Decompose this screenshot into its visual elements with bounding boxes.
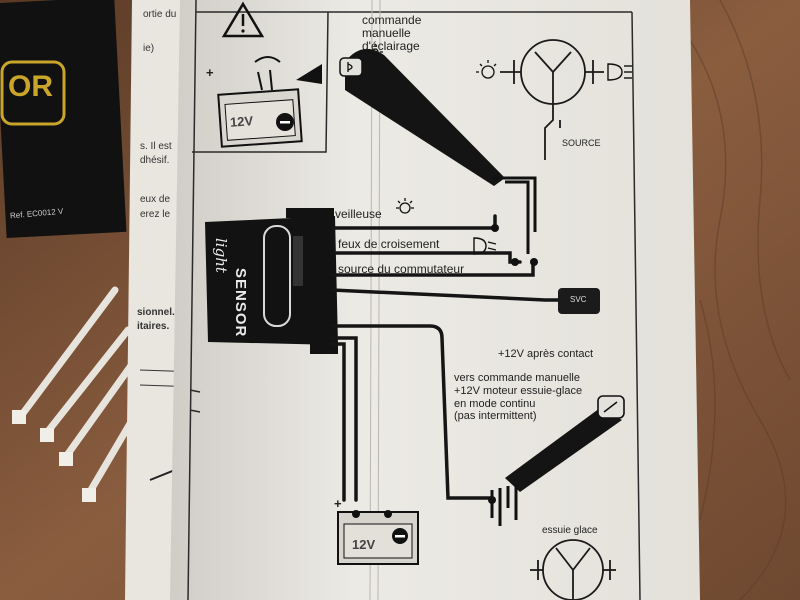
product-box-logo: OR	[8, 70, 53, 103]
battery-bottom-icon	[337, 510, 419, 565]
wiper-control-line1: vers commande manuelle	[454, 372, 580, 384]
wiper-motor-circuit	[530, 539, 616, 600]
left-fragment: ortie du	[143, 9, 177, 20]
left-fragment: dhésif.	[140, 155, 170, 166]
battery-top-voltage-label: 12V	[229, 113, 254, 130]
battery-voltage-label: 12V	[352, 537, 376, 552]
harness-wires	[330, 214, 560, 502]
left-fragment: ie)	[143, 43, 155, 54]
headlight-icon	[607, 63, 632, 81]
feux-croisement-label: feux de croisement	[338, 237, 440, 251]
wiper-stalk-icon	[490, 395, 625, 526]
wood-grain	[689, 0, 791, 600]
left-fragment: sionnel.	[137, 307, 175, 318]
dipped-beam-icon	[473, 237, 497, 255]
sensor-module	[205, 208, 338, 354]
wiper-control-line4: (pas intermittent)	[454, 410, 537, 422]
sensor-brand: SENSOR	[232, 268, 249, 338]
battery-top-icon	[217, 56, 322, 148]
left-fragment: itaires.	[137, 321, 170, 332]
essuie-glace-label: essuie glace	[542, 525, 598, 536]
left-fragment: eux de	[140, 194, 171, 205]
sensor-script: light	[212, 238, 230, 273]
veilleuse-lamp-icon	[396, 198, 414, 214]
product-box	[0, 0, 127, 238]
plus12-after-contact-label: +12V après contact	[498, 348, 594, 360]
sunburst-icon	[367, 44, 383, 60]
bulb-icon	[476, 60, 497, 79]
light-stalk-icon	[339, 48, 537, 254]
diagram-frame	[187, 0, 641, 600]
warning-icon	[221, 1, 265, 38]
source-label: SOURCE	[562, 138, 601, 148]
source-commutateur-label: source du commutateur	[338, 262, 465, 276]
svc-label: SVC	[570, 295, 587, 304]
left-fragment: erez le	[140, 209, 171, 220]
manual-light-control-label: commande manuelle d'éclairage	[362, 13, 422, 53]
wiper-control-line3: en mode continu	[454, 398, 536, 410]
zip-tie-heads	[12, 410, 96, 502]
left-fragment: s. Il est	[140, 141, 172, 152]
battery-top-plus-label: +	[206, 65, 214, 80]
light-switch-circuit	[500, 39, 604, 160]
battery-plus-label: +	[334, 496, 342, 511]
wiper-control-line2: +12V moteur essuie-glace	[454, 385, 583, 397]
veilleuse-label: veilleuse	[335, 207, 382, 221]
svc-connector	[558, 288, 600, 314]
connection-dots	[488, 224, 538, 504]
